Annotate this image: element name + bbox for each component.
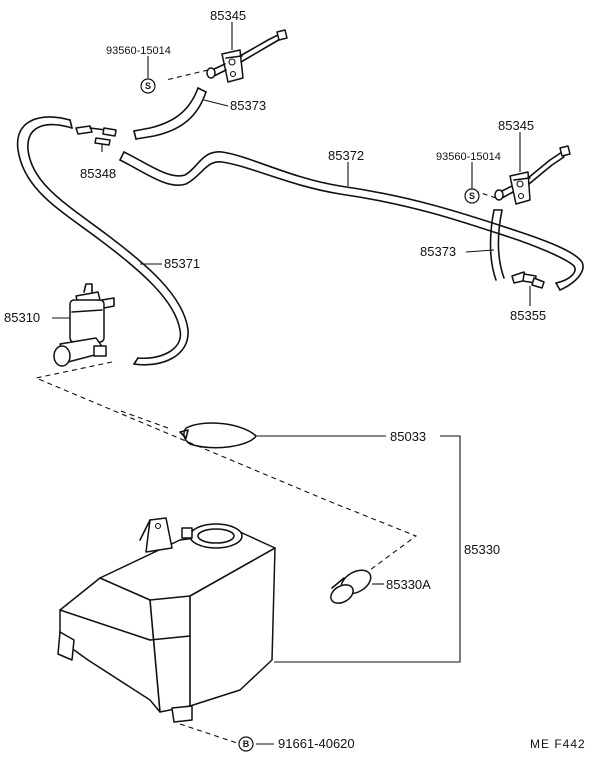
symbol-b-bottom: B xyxy=(243,739,250,749)
label-85355: 85355 xyxy=(510,308,546,323)
washer-pump-85310 xyxy=(53,283,115,367)
nozzle-85345-right xyxy=(494,145,571,205)
label-85345-top: 85345 xyxy=(210,8,246,23)
label-85310: 85310 xyxy=(4,310,40,325)
washer-tank-85330 xyxy=(57,517,276,723)
label-85372: 85372 xyxy=(328,148,364,163)
hose-85373-right xyxy=(489,209,497,281)
label-85373-right: 85373 xyxy=(420,244,456,259)
label-85330: 85330 xyxy=(464,542,500,557)
figure-reference: ME F442 xyxy=(530,737,586,751)
symbol-s-right: S xyxy=(469,191,475,201)
label-93560-top: 93560-15014 xyxy=(106,45,171,57)
label-85373-top: 85373 xyxy=(230,98,266,113)
hose-85372 xyxy=(123,151,584,291)
label-85330A: 85330A xyxy=(386,577,431,592)
label-93560-right: 93560-15014 xyxy=(436,151,501,163)
grommet-85330A xyxy=(330,569,372,604)
nozzle-85345-top xyxy=(206,29,288,83)
label-85033: 85033 xyxy=(390,429,426,444)
symbol-s-top: S xyxy=(145,81,151,91)
label-91661: 91661-40620 xyxy=(278,736,355,751)
hose-85371 xyxy=(16,116,182,360)
label-85371: 85371 xyxy=(164,256,200,271)
label-85345-right: 85345 xyxy=(498,118,534,133)
hose-85373-top xyxy=(133,87,199,132)
connector-85355 xyxy=(511,271,545,289)
label-85348: 85348 xyxy=(80,166,116,181)
connector-85348 xyxy=(75,125,117,146)
tank-cap-85033 xyxy=(179,422,257,449)
